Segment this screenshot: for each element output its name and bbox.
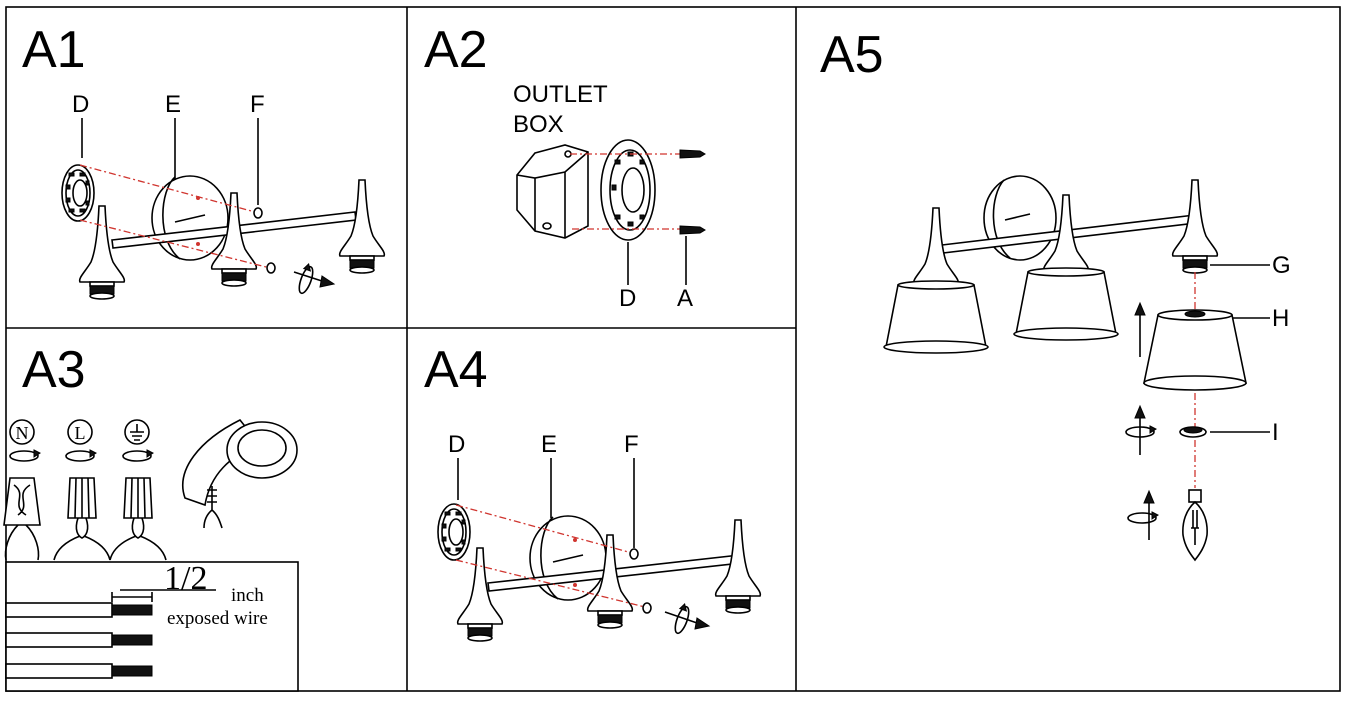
wire xyxy=(5,602,113,618)
panel-a3: A3 N L 1/2 inch xyxy=(3,341,299,692)
bulb xyxy=(1182,489,1208,562)
wire-nut xyxy=(109,477,167,561)
measure-fraction: 1/2 xyxy=(164,560,207,597)
shade xyxy=(883,280,989,354)
label-h: H xyxy=(1272,305,1289,332)
panel-a1: A1 D E F xyxy=(22,21,386,300)
up-arrow-icon xyxy=(1134,301,1146,316)
step-title-a4: A4 xyxy=(424,341,488,399)
shade xyxy=(1013,267,1119,341)
shade-h xyxy=(1143,309,1247,391)
label-d: D xyxy=(448,431,465,458)
label-outlet: OUTLET xyxy=(513,81,608,108)
label-e: E xyxy=(165,91,181,118)
label-e: E xyxy=(541,431,557,458)
label-a: A xyxy=(677,285,693,312)
panel-borders xyxy=(5,6,1341,692)
wire xyxy=(5,663,113,679)
panel-a2: A2 OUTLET BOX D A xyxy=(424,21,706,312)
wire-twist-neutral xyxy=(3,477,41,561)
screw-a xyxy=(679,225,706,235)
wire-nut xyxy=(53,477,111,561)
electrical-tape xyxy=(182,418,298,529)
rotate-icon xyxy=(1127,511,1159,524)
label-f: F xyxy=(624,431,639,458)
measure-unit: inch xyxy=(231,585,264,606)
rotate-icon xyxy=(1125,425,1157,438)
svg-text:N: N xyxy=(16,423,29,443)
label-d: D xyxy=(619,285,636,312)
label-box: BOX xyxy=(513,111,564,138)
panel-a4: A4 D E F xyxy=(424,341,762,642)
label-g: G xyxy=(1272,252,1291,279)
label-i: I xyxy=(1272,419,1279,446)
step-title-a3: A3 xyxy=(22,341,86,399)
wire xyxy=(5,632,113,648)
svg-text:L: L xyxy=(75,423,86,443)
neutral-symbol xyxy=(9,419,35,445)
screw xyxy=(679,149,706,159)
mounting-plate xyxy=(61,164,95,222)
outlet-box xyxy=(516,144,589,239)
step-title-a2: A2 xyxy=(424,21,488,79)
step-title-a5: A5 xyxy=(820,26,884,84)
live-symbol xyxy=(67,419,93,445)
label-d: D xyxy=(72,91,89,118)
mounting-plate xyxy=(437,503,471,561)
label-f: F xyxy=(250,91,265,118)
step-title-a1: A1 xyxy=(22,21,86,79)
measure-note: exposed wire xyxy=(167,608,268,629)
panel-a5: A5 G H I xyxy=(820,26,1291,562)
